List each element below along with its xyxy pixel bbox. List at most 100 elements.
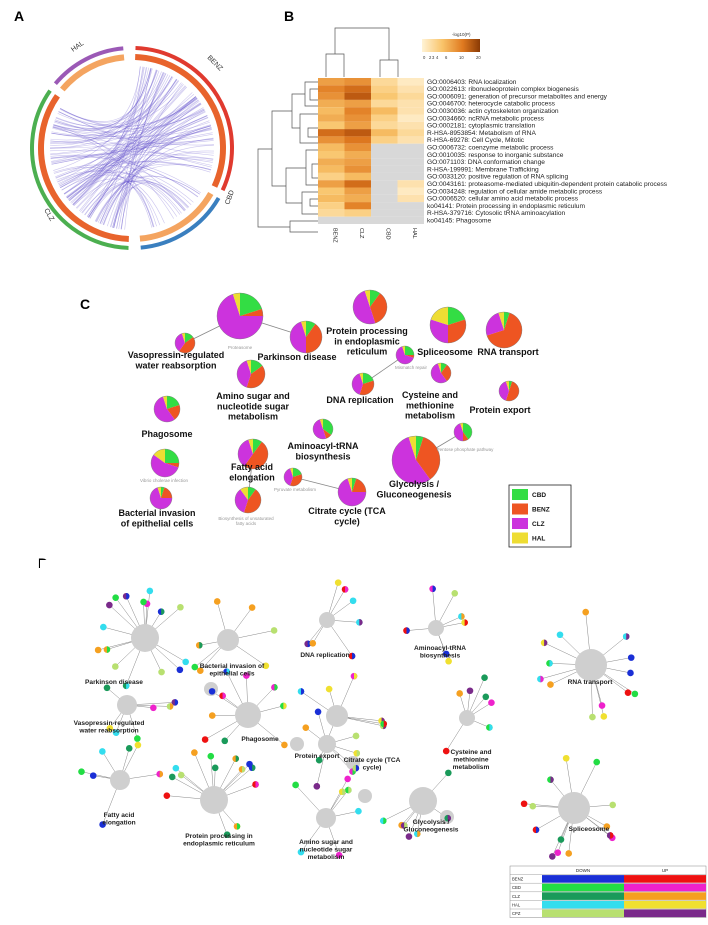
circos-link	[49, 129, 212, 149]
circos-link	[55, 161, 211, 178]
pie-slice	[441, 364, 451, 382]
pie-slice	[235, 489, 248, 513]
gene-node	[344, 775, 351, 783]
pie-slice	[448, 319, 467, 343]
pie-slice	[416, 436, 424, 460]
pie-slice	[430, 319, 448, 343]
circos-link	[59, 72, 165, 123]
hub-cysteine	[459, 710, 475, 726]
circos-link	[99, 127, 212, 224]
heatmap-cell	[371, 92, 398, 100]
pie-node-amino-sugar	[236, 359, 266, 389]
pie-slice	[392, 437, 431, 484]
gene-node	[451, 589, 459, 597]
gene-node	[140, 598, 147, 606]
gene-legend-down-swatch	[542, 909, 624, 918]
heatmap-legend-tick: 2	[429, 55, 432, 60]
gene-node	[99, 821, 106, 828]
pie-slice	[499, 381, 509, 401]
hub-parkinson	[131, 624, 159, 652]
gene-node	[582, 608, 589, 616]
pie-node-parkinson	[289, 320, 323, 354]
pie-slice	[323, 419, 334, 435]
pie-slice	[352, 478, 357, 492]
pie-slice	[290, 468, 293, 477]
circos-link	[53, 68, 152, 131]
circos-link	[52, 126, 155, 228]
gene-legend-row-label: CLZ	[512, 894, 520, 899]
circos-link	[95, 176, 200, 222]
pie-label-protein-export: Protein export	[469, 405, 530, 415]
heatmap-cell	[318, 165, 345, 173]
heatmap-cell	[397, 129, 424, 137]
gene-legend-up-swatch	[624, 875, 706, 883]
heatmap-row-label: GO:0006091: generation of precursor meta…	[427, 93, 608, 100]
circos-link	[79, 73, 167, 212]
circos-link	[50, 156, 199, 197]
gene-node	[589, 713, 596, 721]
heatmap-legend-tick: 0	[423, 55, 426, 60]
heatmap-cell	[318, 136, 345, 144]
gene-node	[400, 822, 408, 829]
gene-node	[94, 646, 102, 654]
pie-node-spliceosome	[429, 306, 467, 344]
pie-slice	[248, 439, 253, 454]
circos-link	[121, 68, 152, 230]
heatmap-cell	[318, 129, 345, 137]
pie-node-glycolysis	[391, 435, 441, 485]
circos-link	[50, 156, 198, 198]
circos-link	[50, 66, 141, 146]
heatmap-cell	[371, 114, 398, 122]
pie-outline	[237, 438, 269, 470]
circos-link	[68, 116, 209, 201]
circos-inner-clz	[38, 94, 129, 242]
pie-legend-label: CBD	[532, 492, 546, 499]
gene-node	[248, 604, 256, 611]
heatmap-cell	[371, 107, 398, 115]
circos-link	[57, 79, 177, 126]
circos-link	[51, 133, 213, 165]
circos-link	[86, 179, 188, 217]
gene-node	[297, 848, 305, 856]
gene-node	[557, 836, 565, 843]
heatmap-cell	[344, 209, 371, 217]
pie-outline	[337, 477, 367, 507]
hub-label-spliceosome: Spliceosome	[569, 826, 610, 833]
circos-segment-benz	[135, 46, 234, 192]
pie-slice	[232, 293, 240, 316]
circos-link	[121, 83, 183, 230]
pie-node-pyruvate	[283, 467, 303, 487]
gene-node	[486, 724, 493, 731]
hub-rna-transport	[575, 649, 607, 681]
heatmap-cell	[318, 92, 345, 100]
heatmap-cell	[371, 136, 398, 144]
gene-node	[172, 764, 180, 772]
gene-node	[309, 639, 317, 647]
circos-link	[95, 180, 190, 222]
pie-node-vibrio	[150, 448, 180, 478]
heatmap-cell	[397, 202, 424, 210]
gene-node	[297, 688, 305, 695]
gene-node	[146, 587, 154, 595]
circos-link	[61, 115, 208, 191]
heatmap-column-label: BENZ	[331, 228, 337, 243]
heatmap-cell	[318, 172, 345, 181]
gene-node	[271, 684, 278, 691]
heatmap-column-label: CLZ	[358, 228, 364, 239]
heatmap-row-label: GO:0030036: actin cytoskeleton organizat…	[427, 108, 559, 115]
hub-label-parkinson: Parkinson disease	[85, 679, 143, 686]
gene-node	[106, 725, 114, 732]
circos-link	[110, 120, 210, 228]
gene-legend-down-swatch	[542, 875, 624, 883]
pie-slice	[240, 487, 248, 500]
gene-node	[112, 594, 119, 601]
pie-outline	[391, 435, 441, 485]
gene-node	[380, 720, 388, 728]
circos-link	[51, 76, 173, 136]
circos-link	[89, 175, 200, 219]
pie-slice	[405, 346, 414, 355]
pie-legend-swatch	[512, 532, 528, 544]
